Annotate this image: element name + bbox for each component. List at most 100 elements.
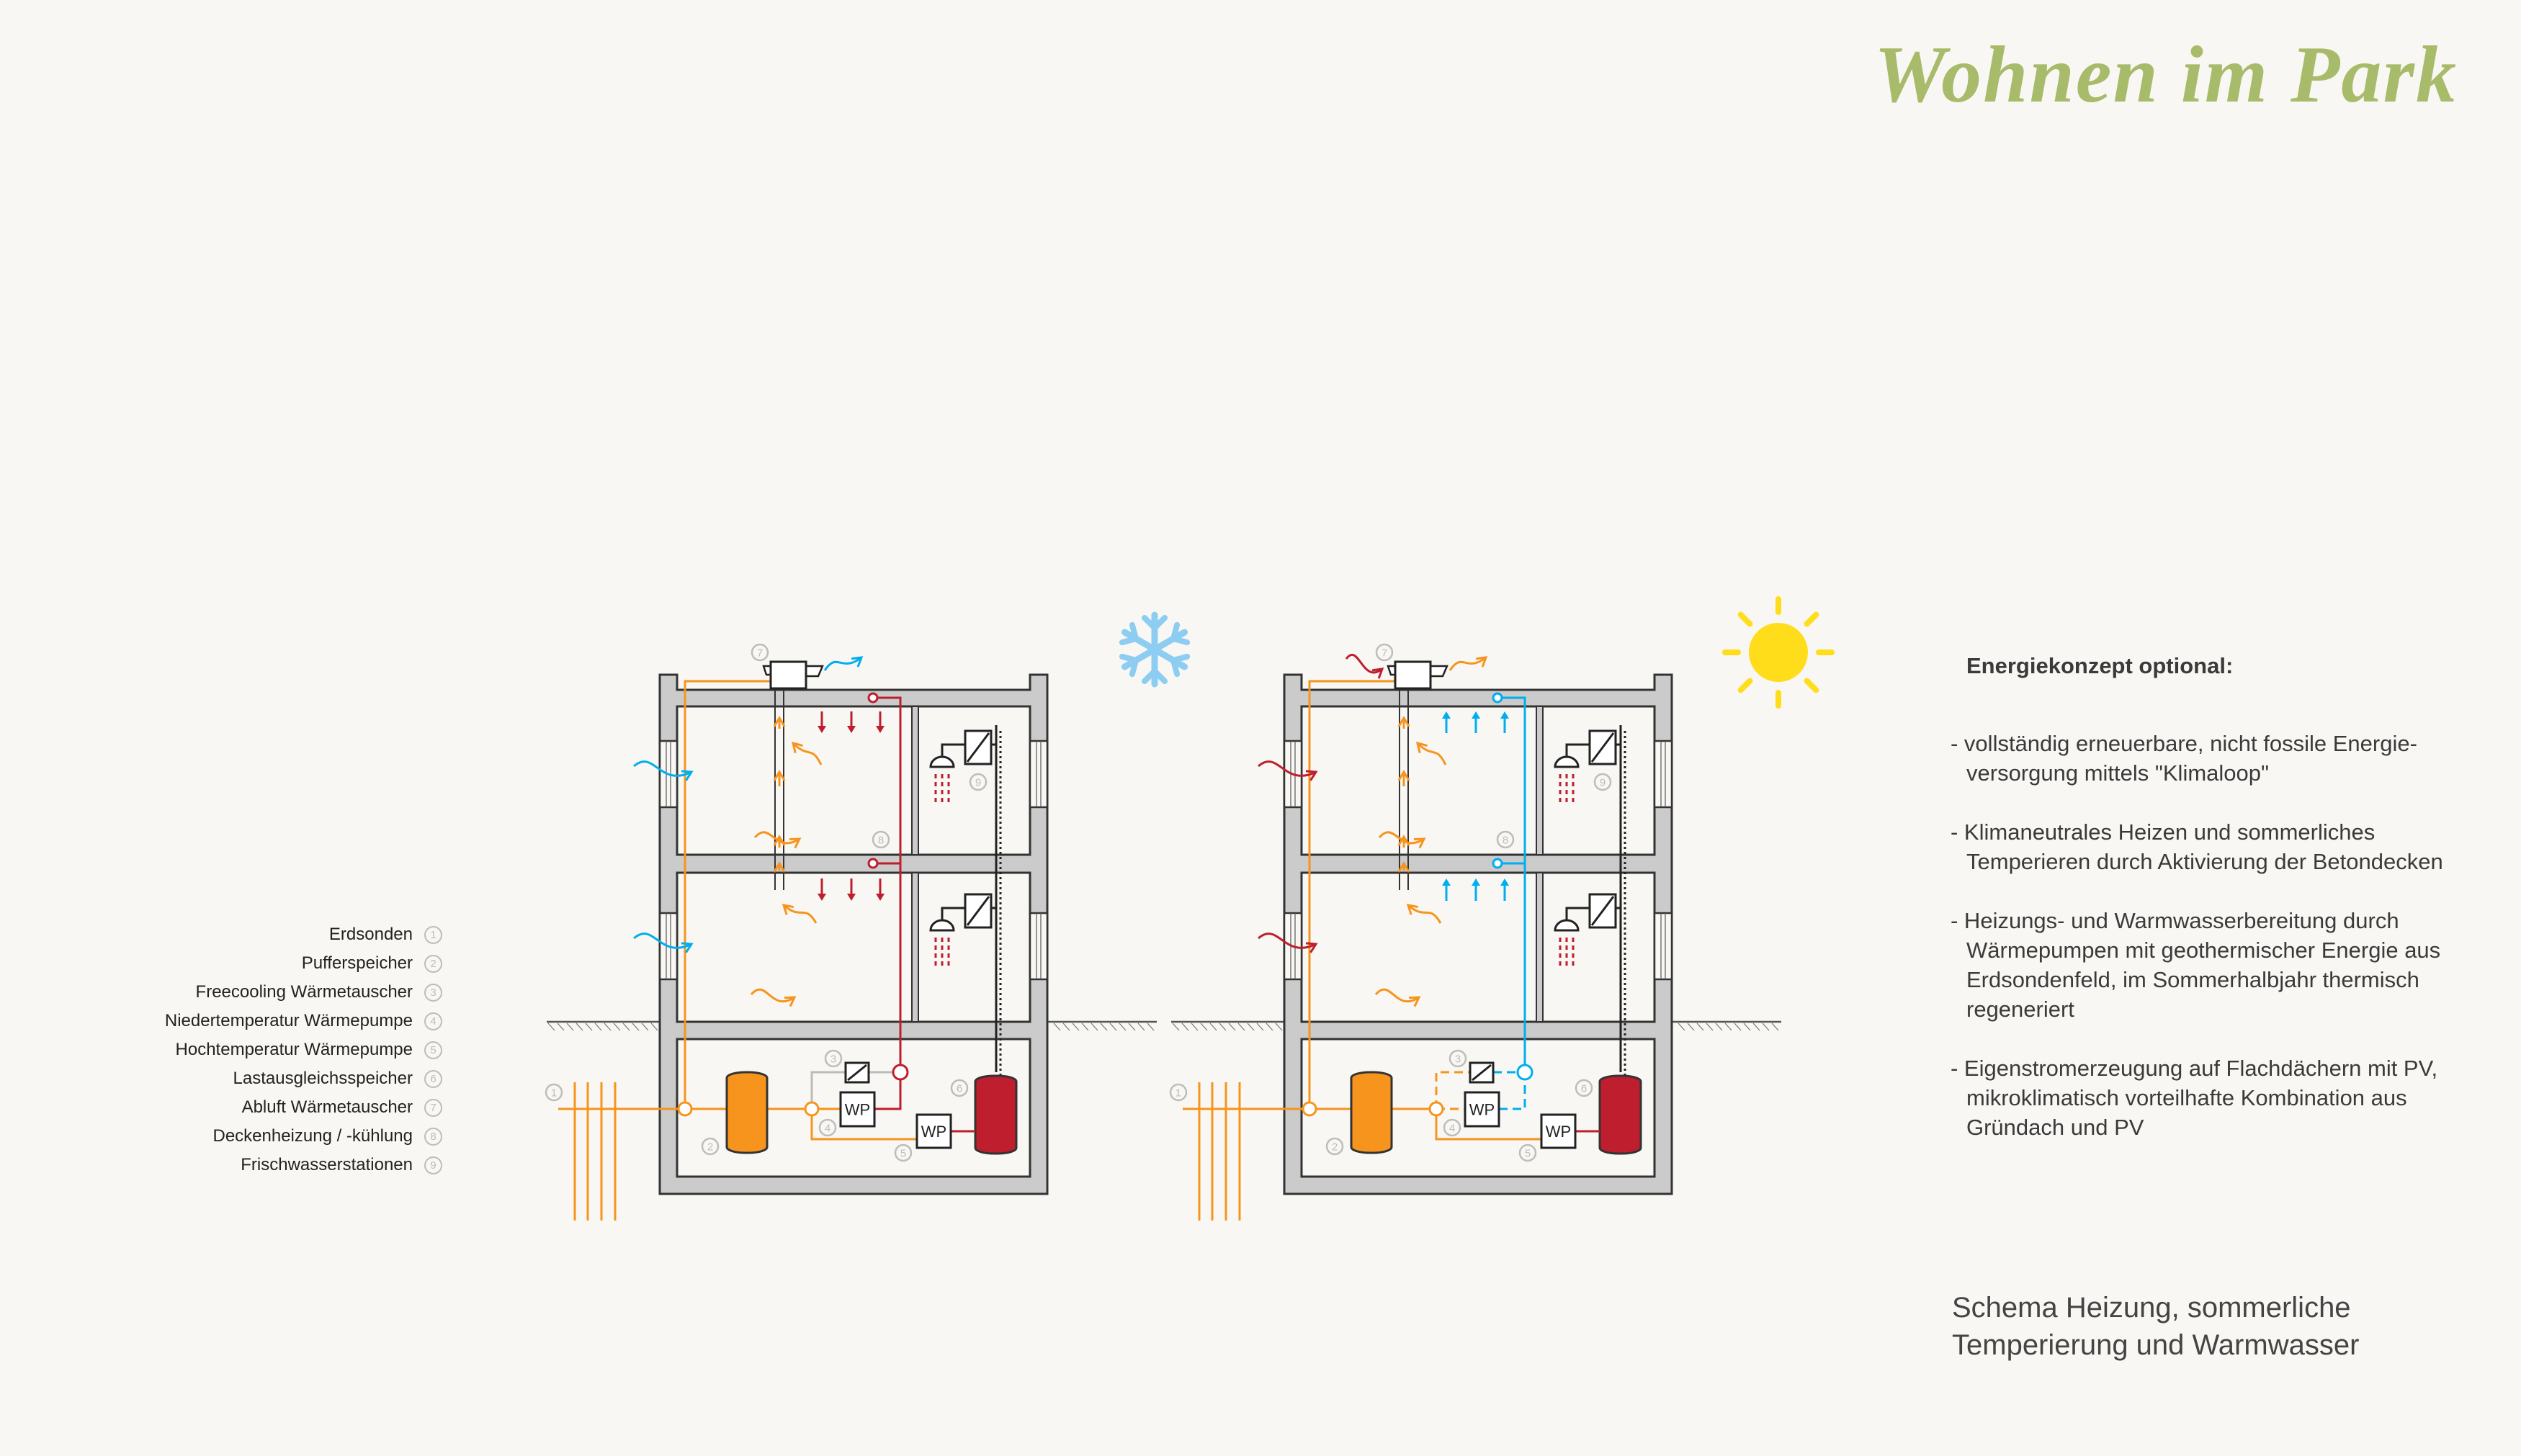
marker-number: 5 (900, 1148, 906, 1160)
ground-hatch (1147, 1023, 1155, 1031)
heat-pump-label: WP (1546, 1123, 1571, 1141)
marker-circle (1169, 1083, 1188, 1102)
ceiling-heating-pipe (874, 696, 902, 1110)
legend-number: 2 (424, 954, 442, 973)
legend-label: Niedertemperatur Wärmepumpe (164, 1011, 413, 1030)
marker-number: 4 (1449, 1123, 1455, 1135)
geothermal-supply-pipe (1308, 680, 1395, 1109)
marker-number: 9 (975, 777, 981, 789)
ground-hatch (1247, 1023, 1255, 1031)
load-balancing-tank (974, 1074, 1018, 1155)
cold-air-arrow (633, 933, 692, 949)
component-marker-4: 4 (818, 1118, 837, 1137)
warm-air-arrow-head (1305, 942, 1318, 953)
freecooling-pipe (810, 1071, 846, 1109)
ground-hatch (1219, 1023, 1227, 1031)
marker-number: 7 (757, 647, 763, 660)
ground-hatch (604, 1023, 612, 1031)
component-marker-4: 4 (1443, 1118, 1461, 1137)
shower-pipe (941, 907, 965, 921)
exhaust-air-arrow-head (851, 656, 864, 668)
marker-number: 9 (1600, 777, 1606, 789)
legend-number: 4 (424, 1012, 442, 1030)
ground-hatch (1743, 1023, 1751, 1031)
ground-hatch (641, 1023, 649, 1031)
snowflake-arm (1142, 646, 1168, 688)
marker-circle (1375, 643, 1394, 662)
heat-pump-label: WP (1469, 1101, 1495, 1119)
shower-head-icon (929, 919, 955, 932)
ground-hatch (547, 1023, 555, 1031)
heat-pump-box (839, 1091, 876, 1128)
arrow-head (818, 726, 826, 733)
component-marker-2: 2 (701, 1137, 720, 1156)
ground-hatch (1228, 1023, 1236, 1031)
marker-number: 3 (830, 1053, 836, 1066)
ground-hatch (1762, 1023, 1770, 1031)
incoming-warm-air-arrow-head (1371, 668, 1384, 679)
partition-wall (911, 706, 919, 855)
junction-node (1302, 1101, 1317, 1117)
legend-number: 5 (424, 1041, 442, 1059)
snowflake-branch (1170, 653, 1191, 678)
arrow-head (1442, 878, 1451, 886)
ground-hatch (1237, 1023, 1245, 1031)
marker-circle (1518, 1143, 1537, 1162)
room-air-arrow-head (1415, 741, 1428, 753)
sun-ray (1737, 611, 1753, 627)
room-air-arrow (792, 742, 823, 765)
ground-hatch (1109, 1023, 1117, 1031)
room-air-arrow (1374, 988, 1420, 1003)
ht-heatpump-pipe (1435, 1109, 1541, 1141)
ground-hatch (1091, 1023, 1098, 1031)
snowflake-stroke (1151, 629, 1188, 653)
load-balancing-tank (1598, 1074, 1642, 1155)
window (1653, 740, 1673, 809)
marker-number: 6 (1581, 1083, 1587, 1095)
snowflake-arm (1151, 646, 1191, 678)
room-air-arrow-head (1413, 837, 1426, 849)
ground-hatch (1724, 1023, 1732, 1031)
duct-air-arrow-head (1397, 716, 1410, 727)
marker-number: 2 (707, 1141, 713, 1154)
arrow-head (1500, 711, 1509, 719)
junction-node (677, 1101, 693, 1117)
ground-hatch (576, 1023, 583, 1031)
exhaust-air-arrow-head (1475, 656, 1488, 668)
ground-hatch (1053, 1023, 1061, 1031)
arrow-head (1472, 711, 1480, 719)
ground-hatch (566, 1023, 574, 1031)
ground-hatch (1771, 1023, 1779, 1031)
duct-air-arrow-head (773, 716, 786, 727)
room-air-arrow (1416, 742, 1447, 765)
warm-air-arrow (1258, 933, 1317, 949)
component-marker-9: 9 (969, 773, 988, 791)
snowflake-icon (1119, 611, 1191, 688)
component-marker-3: 3 (1448, 1049, 1467, 1068)
cold-air-arrow-head (681, 942, 694, 953)
concept-bullet: - vollständig erneuerbare, nicht fossile… (1951, 731, 2417, 786)
snowflake-arm (1119, 646, 1158, 678)
marker-number: 3 (1455, 1053, 1461, 1066)
sun-disc (1749, 623, 1808, 682)
ceiling-node (1492, 692, 1503, 704)
shower-head-icon (1554, 919, 1580, 932)
marker-circle (872, 830, 890, 849)
room-air-arrow (750, 988, 795, 1003)
sun-ray (1737, 678, 1753, 693)
component-marker-3: 3 (824, 1049, 843, 1068)
concept-list: - vollständig erneuerbare, nicht fossile… (1951, 729, 2498, 1142)
shower-pipe (941, 743, 965, 758)
component-marker-1: 1 (545, 1083, 563, 1102)
room-air-arrow-head (1406, 904, 1419, 915)
shower-pipe (1565, 907, 1590, 921)
ground-hatch (1191, 1023, 1199, 1031)
cold-air-arrow-head (681, 770, 694, 781)
ceiling-node (867, 858, 879, 869)
